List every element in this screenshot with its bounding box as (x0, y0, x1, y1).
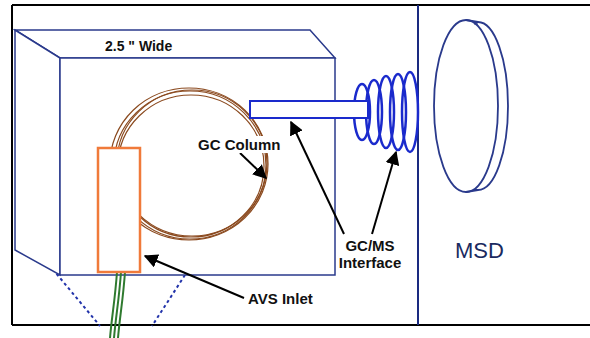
avs-inlet-body (98, 148, 140, 272)
width-label: 2.5 " Wide (105, 38, 172, 54)
part-label: GC/MS Interface (326, 237, 414, 272)
oven-box: 2.5 " Wide (15, 30, 335, 275)
part-label: AVS Inlet (248, 290, 313, 307)
msd-label: MSD (455, 238, 504, 263)
msd-disk (434, 20, 508, 192)
msd-panel: MSD (419, 6, 590, 324)
leader-arrows (145, 122, 396, 298)
part-label: GC Column (196, 136, 283, 153)
gc-oven-cube (15, 30, 335, 275)
frame (12, 5, 590, 325)
inlet-wire (110, 272, 125, 338)
interface-tube (250, 101, 368, 118)
